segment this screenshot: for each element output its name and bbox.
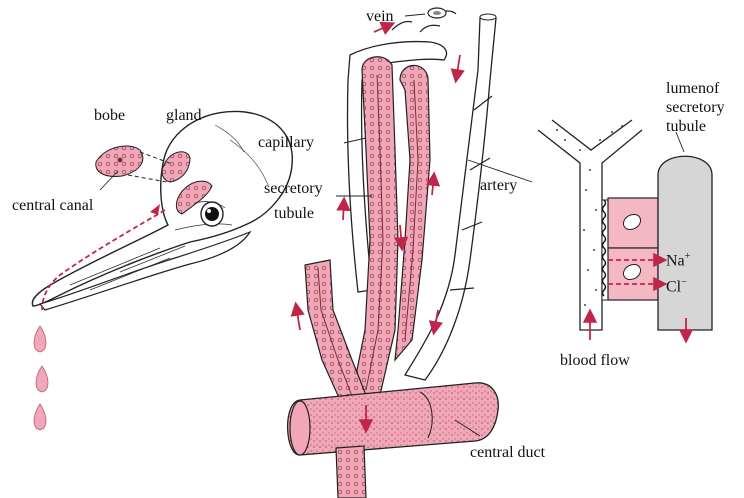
label-cl: Cl− [666, 274, 687, 295]
label-gland: gland [166, 107, 202, 124]
na-symbol: Na [666, 252, 685, 269]
label-secretory-tubule-1: secretory [264, 180, 323, 197]
label-secretory-tubule-2: tubule [274, 205, 314, 222]
label-artery: artery [480, 177, 517, 194]
tubule-assembly [288, 8, 532, 498]
label-bobe: bobe [94, 107, 125, 124]
bird-head [32, 111, 292, 430]
label-central-canal: central canal [12, 197, 93, 214]
label-na: Na+ [666, 248, 690, 269]
drop-2 [36, 366, 48, 392]
label-lumen-2: secretory [666, 99, 725, 116]
transport-detail [538, 120, 712, 340]
cl-symbol: Cl [666, 278, 681, 295]
label-blood-flow: blood flow [560, 352, 630, 369]
duct-stub [336, 446, 366, 498]
label-central-duct: central duct [470, 444, 545, 461]
drop-1 [34, 326, 46, 352]
label-lumen-3: tubule [666, 118, 706, 135]
cl-charge: − [681, 277, 687, 288]
drop-3 [34, 404, 46, 430]
label-vein: vein [366, 8, 394, 25]
tubule-lumen [658, 156, 712, 330]
secretory-tubule-loop [395, 65, 430, 360]
central-duct [288, 383, 499, 455]
na-charge: + [685, 251, 691, 262]
label-capillary: capillary [258, 134, 314, 151]
label-lumen-1: lumenof [666, 80, 719, 97]
